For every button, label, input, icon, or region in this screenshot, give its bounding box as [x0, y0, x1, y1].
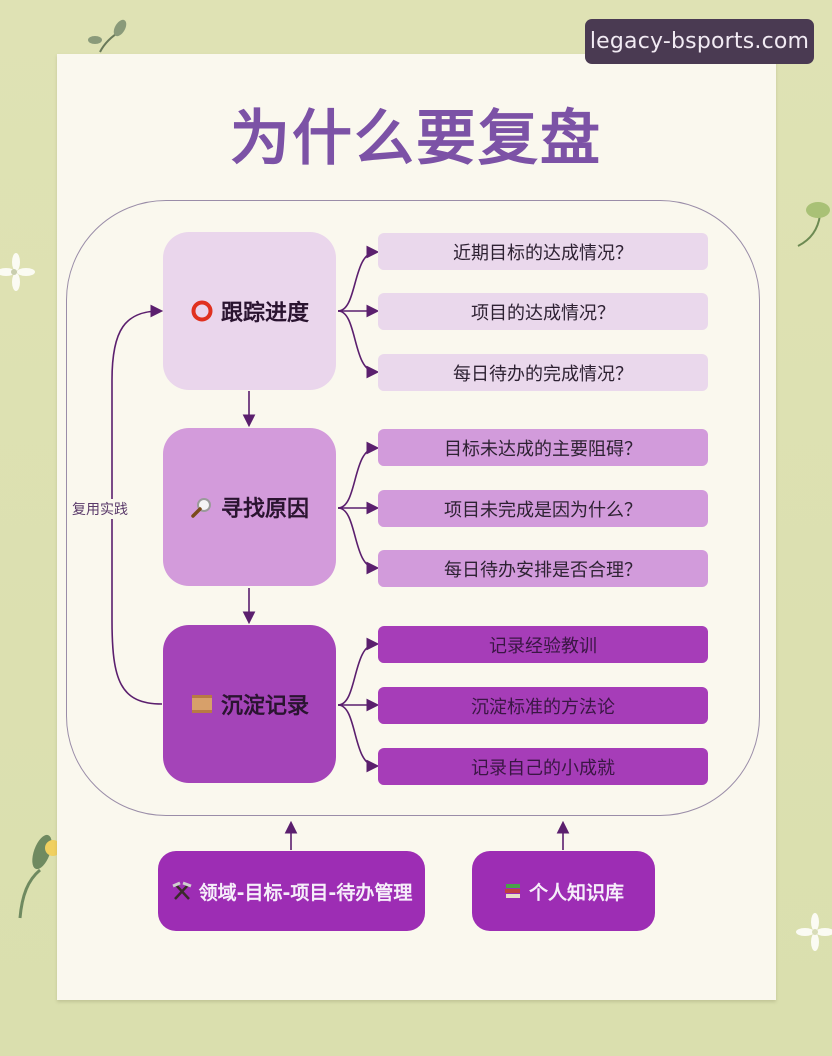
node-track-progress: 跟踪进度 [163, 232, 336, 390]
hammer-pick-icon [171, 880, 193, 902]
bottom-node-label: 领域-目标-项目-待办管理 [198, 881, 413, 904]
page-title: 为什么要复盘 [230, 104, 602, 174]
sub-item: 项目的达成情况？ [378, 293, 708, 330]
flower-right-icon [796, 913, 832, 951]
leaf-right-icon [797, 202, 830, 247]
bottom-node-label: 个人知识库 [528, 881, 624, 904]
books-icon [503, 881, 523, 901]
node-personal-knowledge-base: 个人知识库 [472, 851, 655, 931]
sub-item: 记录自己的小成就 [378, 748, 708, 785]
node-record-sediment: 沉淀记录 [163, 625, 336, 783]
node-domain-goal-project-todo: 领域-目标-项目-待办管理 [158, 851, 425, 931]
magnifier-icon [190, 495, 214, 519]
sub-item: 目标未达成的主要阻碍？ [378, 429, 708, 466]
watermark: legacy-bsports.com [585, 19, 814, 64]
sub-item: 近期目标的达成情况？ [378, 233, 708, 270]
sub-item: 每日待办的完成情况？ [378, 354, 708, 391]
node-label: 跟踪进度 [220, 301, 309, 326]
sub-item: 每日待办安排是否合理？ [378, 550, 708, 587]
node-label: 寻找原因 [220, 497, 309, 522]
red-circle-icon [190, 299, 214, 323]
scroll-icon [190, 692, 214, 716]
flower-left-icon [0, 253, 35, 291]
sub-item: 项目未完成是因为什么？ [378, 490, 708, 527]
reuse-practice-label: 复用实践 [70, 499, 130, 519]
diagram-frame [66, 200, 760, 816]
leaf-bottom-left-icon [18, 834, 61, 919]
node-label: 沉淀记录 [220, 694, 309, 719]
node-find-causes: 寻找原因 [163, 428, 336, 586]
sub-item: 沉淀标准的方法论 [378, 687, 708, 724]
sprout-decoration-icon [88, 19, 127, 53]
sub-item: 记录经验教训 [378, 626, 708, 663]
